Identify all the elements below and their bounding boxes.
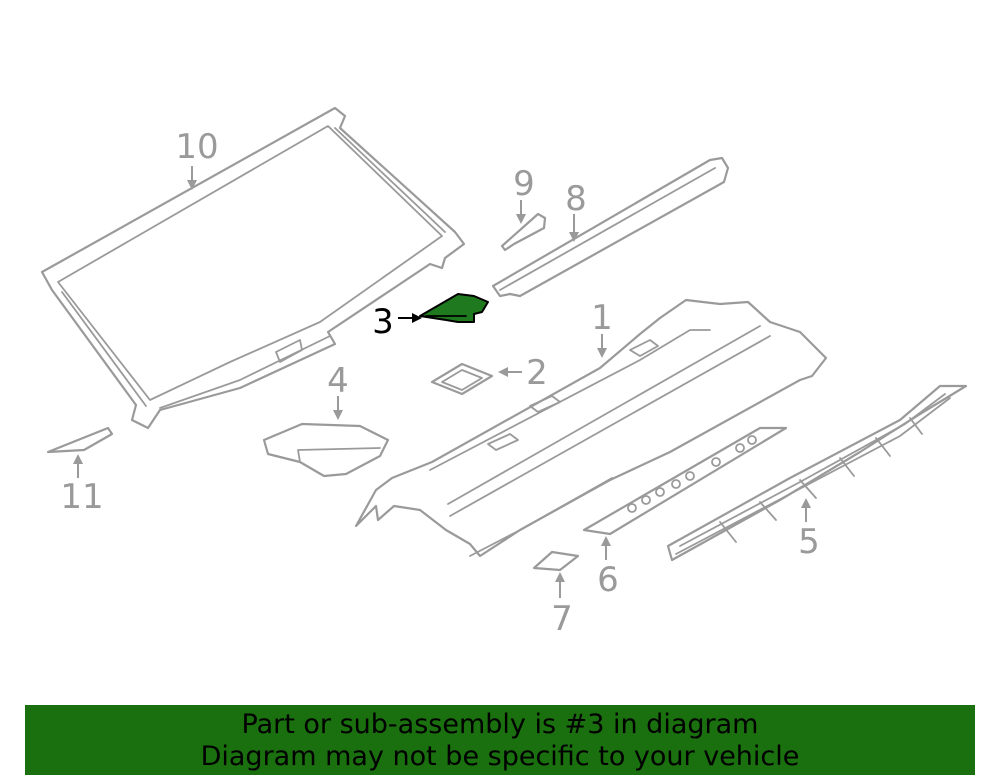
info-banner: Part or sub-assembly is #3 in diagram Di… — [25, 705, 975, 775]
part-10-cargo-cover[interactable] — [40, 106, 466, 430]
callout-6: 6 — [597, 560, 619, 600]
part-9-clip[interactable] — [500, 212, 547, 252]
part-5-scuff-plate[interactable] — [666, 384, 968, 562]
callout-5: 5 — [798, 522, 820, 562]
callout-8: 8 — [565, 179, 587, 219]
callout-4: 4 — [327, 361, 349, 401]
callout-1: 1 — [591, 298, 613, 338]
part-11-plate[interactable] — [46, 426, 114, 454]
callout-10: 10 — [175, 127, 218, 167]
callout-2: 2 — [526, 353, 548, 393]
part-8-trim-strip[interactable] — [491, 156, 730, 298]
leader-lines — [73, 166, 811, 598]
part-4-cover-panel[interactable] — [262, 422, 390, 478]
part-6-perforated-strip[interactable] — [582, 426, 788, 536]
callout-7: 7 — [551, 599, 573, 639]
part-7-plate[interactable] — [532, 550, 580, 572]
callout-3: 3 — [372, 302, 394, 342]
callout-11: 11 — [60, 477, 103, 517]
callout-9: 9 — [513, 164, 535, 204]
part-2-pocket[interactable] — [430, 362, 494, 396]
part-1-floor-panel[interactable] — [354, 298, 828, 558]
banner-line-1: Part or sub-assembly is #3 in diagram — [241, 709, 759, 740]
banner-line-2: Diagram may not be specific to your vehi… — [200, 741, 800, 772]
part-3-bracket-highlighted[interactable] — [419, 293, 489, 323]
